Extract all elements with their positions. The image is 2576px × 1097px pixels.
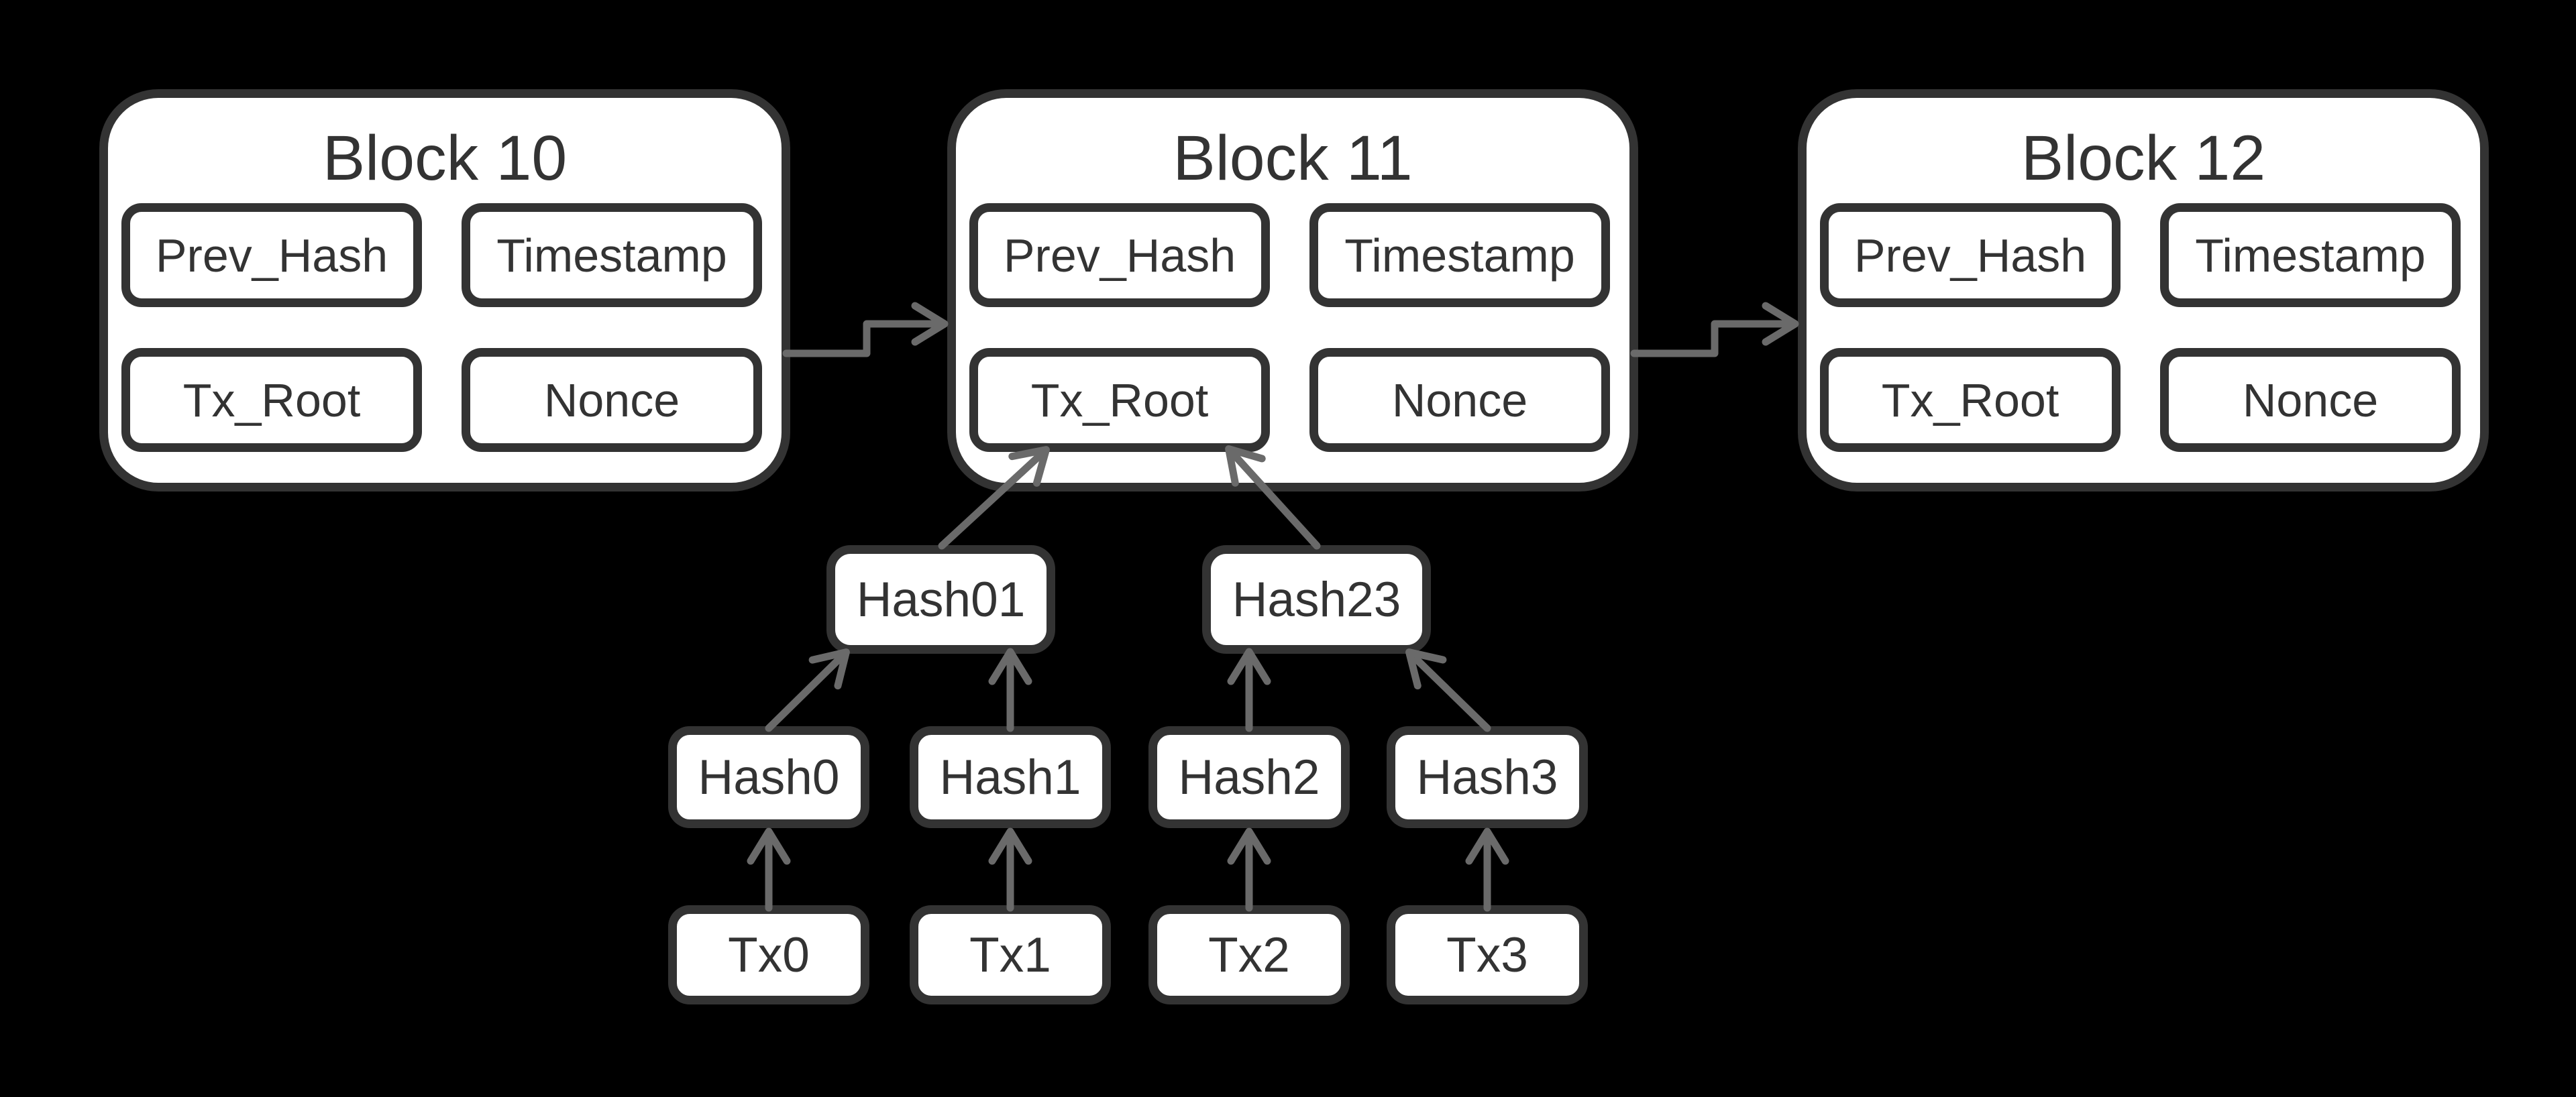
block-10-field-tx-root: Tx_Root <box>121 348 422 452</box>
tree-node-hash0: Hash0 <box>668 726 869 828</box>
block-11-field-prev-hash: Prev_Hash <box>969 203 1270 307</box>
block-12-field-tx-root: Tx_Root <box>1820 348 2121 452</box>
tree-node-hash01: Hash01 <box>826 545 1055 654</box>
block-11-field-tx-root: Tx_Root <box>969 348 1270 452</box>
block-12: Block 12 Prev_Hash Timestamp Tx_Root Non… <box>1798 89 2489 492</box>
block-10: Block 10 Prev_Hash Timestamp Tx_Root Non… <box>99 89 790 492</box>
tree-node-hash23: Hash23 <box>1202 545 1431 654</box>
block-12-title: Block 12 <box>2021 122 2266 194</box>
tree-node-hash3: Hash3 <box>1387 726 1588 828</box>
block-12-field-nonce: Nonce <box>2160 348 2461 452</box>
tree-node-tx2: Tx2 <box>1148 905 1350 1004</box>
tree-node-tx0: Tx0 <box>668 905 869 1004</box>
block-11-field-timestamp: Timestamp <box>1309 203 1610 307</box>
block-12-field-prev-hash: Prev_Hash <box>1820 203 2121 307</box>
block-10-title: Block 10 <box>322 122 568 194</box>
tree-node-tx1: Tx1 <box>910 905 1111 1004</box>
chain-arrow-block11-to-block12 <box>1630 302 1799 357</box>
tree-node-hash1: Hash1 <box>910 726 1111 828</box>
merkle-arrow-hash3-to-hash23 <box>1405 648 1491 732</box>
block-10-field-nonce: Nonce <box>462 348 762 452</box>
merkle-arrow-hash0-to-hash01 <box>765 648 850 732</box>
tree-node-hash2: Hash2 <box>1148 726 1350 828</box>
block-11-title: Block 11 <box>1173 122 1413 194</box>
block-12-field-timestamp: Timestamp <box>2160 203 2461 307</box>
block-11-field-nonce: Nonce <box>1309 348 1610 452</box>
chain-arrow-block10-to-block11 <box>782 302 949 357</box>
tree-node-tx3: Tx3 <box>1387 905 1588 1004</box>
block-10-field-prev-hash: Prev_Hash <box>121 203 422 307</box>
block-11: Block 11 Prev_Hash Timestamp Tx_Root Non… <box>947 89 1638 492</box>
block-10-field-timestamp: Timestamp <box>462 203 762 307</box>
